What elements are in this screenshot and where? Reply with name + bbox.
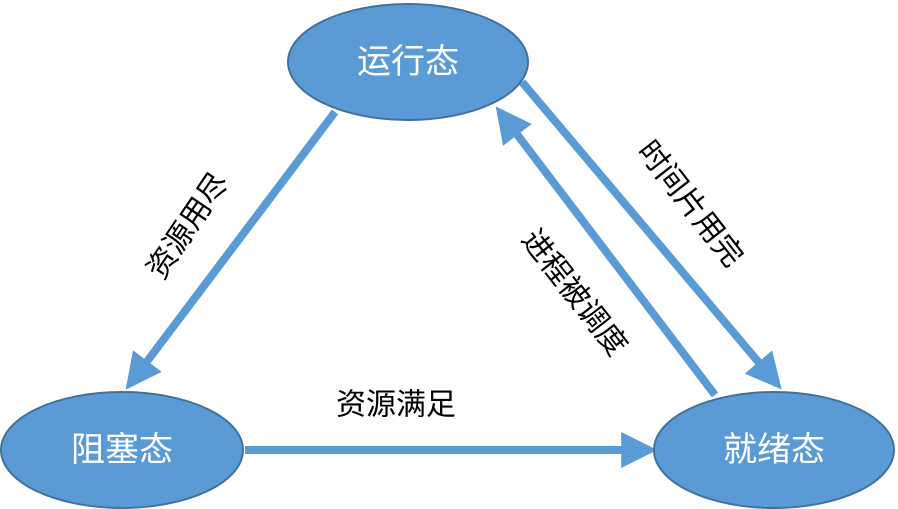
node-running: 运行态 [287, 3, 529, 121]
node-ready-label: 就绪态 [723, 430, 825, 470]
arrow-running-to-blocked [125, 109, 339, 390]
node-ready: 就绪态 [653, 391, 895, 509]
node-blocked: 阻塞态 [0, 391, 244, 509]
label-ready-to-running: 进程被调度 [514, 223, 634, 363]
arrow-running-to-ready [518, 79, 782, 390]
arrow-ready-to-running [495, 106, 719, 398]
label-running-to-ready: 时间片用完 [630, 134, 750, 274]
label-blocked-to-ready: 资源满足 [336, 388, 456, 423]
node-blocked-label: 阻塞态 [71, 430, 173, 470]
node-running-label: 运行态 [357, 42, 459, 82]
